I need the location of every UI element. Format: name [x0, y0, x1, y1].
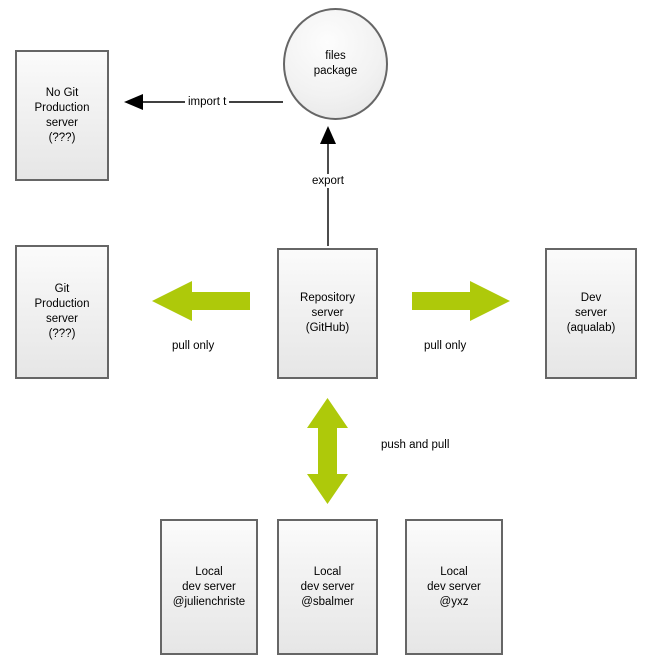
edge-label-pull-only-right: pull only: [424, 340, 467, 352]
push-pull-arrow: [307, 398, 348, 504]
node-local-dev-server-julienchriste[interactable]: Local dev server @julienchriste: [160, 519, 258, 655]
edge-label-push-and-pull: push and pull: [381, 439, 450, 451]
node-dev-server[interactable]: Dev server (aqualab): [545, 248, 637, 379]
node-local-dev-server-sbalmer[interactable]: Local dev server @sbalmer: [277, 519, 378, 655]
node-label: Repository server (GitHub): [300, 292, 355, 334]
node-local-dev-server-yxz[interactable]: Local dev server @yxz: [405, 519, 503, 655]
pull-right-arrow: [412, 281, 510, 321]
node-label: Local dev server @yxz: [427, 565, 481, 608]
node-label: Dev server (aqualab): [566, 292, 616, 334]
edge-label-export: export: [309, 174, 347, 188]
node-label: files package: [313, 50, 358, 77]
node-repository-server[interactable]: Repository server (GitHub): [277, 248, 378, 379]
edge-label-pull-only-left: pull only: [172, 340, 215, 352]
node-label: No Git Production server (???): [34, 86, 90, 144]
node-git-production-server[interactable]: Git Production server (???): [15, 245, 109, 379]
pull-left-arrow: [152, 281, 250, 321]
node-files-package[interactable]: files package: [283, 8, 388, 120]
node-label: Local dev server @sbalmer: [300, 565, 355, 608]
edge-label-import: import t: [185, 95, 230, 109]
node-no-git-production-server[interactable]: No Git Production server (???): [15, 50, 109, 181]
node-label: Local dev server @julienchriste: [172, 565, 246, 608]
node-label: Git Production server (???): [34, 283, 90, 340]
